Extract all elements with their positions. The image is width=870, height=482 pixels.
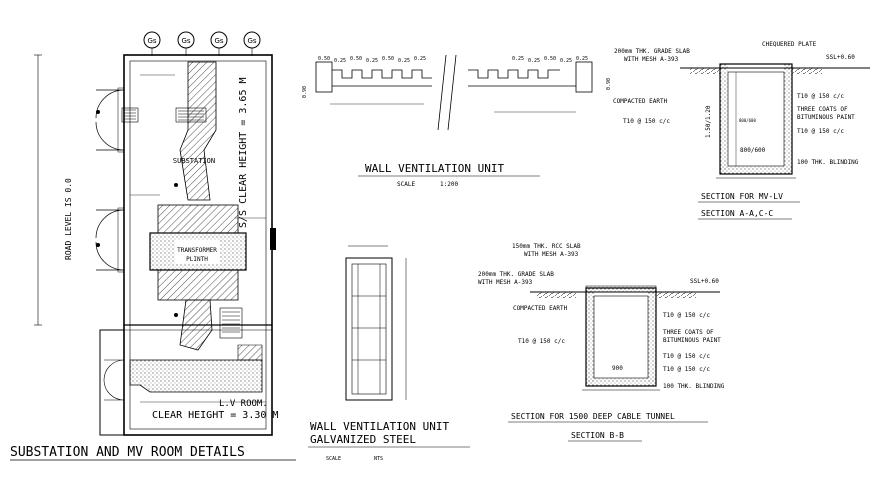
galvanized-title-1: WALL VENTILATION UNIT xyxy=(310,420,449,433)
grade-slab-mesh: WITH MESH A-393 xyxy=(624,56,679,63)
dim-left: 0.25 xyxy=(366,58,378,64)
dim-left: 0.25 xyxy=(334,58,346,64)
scale-label: SCALE xyxy=(397,181,415,188)
section-b-b: 150mm THK. RCC SLAB WITH MESH A-393 200m… xyxy=(478,243,725,442)
height-right: 0.90 xyxy=(606,78,612,90)
inner-dim: 800/600 xyxy=(739,118,756,123)
ventilation-title: WALL VENTILATION UNIT xyxy=(365,162,504,175)
scale-value: 1:200 xyxy=(440,181,458,188)
bituminous-label: BITUMINOUS PAINT xyxy=(663,337,721,344)
grade-slab-mesh: WITH MESH A-393 xyxy=(478,279,533,286)
bituminous-label: BITUMINOUS PAINT xyxy=(797,114,855,121)
room-label-substation: SUBSTATION xyxy=(173,157,215,165)
column-tags: Gs Gs Gs Gs xyxy=(143,31,261,56)
grade-slab-label: 200mm THK. GRADE SLAB xyxy=(478,271,554,278)
galvanized-title-2: GALVANIZED STEEL xyxy=(310,433,416,446)
width-label: 800/600 xyxy=(740,147,766,154)
rebar-label: T10 @ 150 c/c xyxy=(663,312,710,319)
louver-profile-left xyxy=(332,69,432,79)
dim-left: 0.50 xyxy=(350,56,362,62)
blinding-label: 100 THK. BLINDING xyxy=(663,383,725,390)
ventilation-unit-elevation: 0.50 0.25 0.50 0.25 0.50 0.25 0.25 0.25 … xyxy=(302,54,612,188)
height-left: 0.90 xyxy=(302,86,308,98)
section-title-2: SECTION A-A,C-C xyxy=(701,209,773,218)
louver-profile-right xyxy=(468,69,560,79)
chequered-plate-label: CHEQUERED PLATE xyxy=(762,41,817,48)
dim-left: 0.25 xyxy=(414,56,426,62)
column-tag: Gs xyxy=(247,37,256,45)
ssl-label: SSL+0.60 xyxy=(826,54,855,61)
clear-height-lv: CLEAR HEIGHT = 3.30 M xyxy=(152,410,278,421)
dim-left: 0.50 xyxy=(318,56,330,62)
cable-trench-a xyxy=(179,61,217,201)
plinth-label: PLINTH xyxy=(186,256,208,263)
transformer-label: TRANSFORMER xyxy=(177,247,217,254)
section-title-2: SECTION B-B xyxy=(571,431,624,440)
lv-room-annex xyxy=(99,329,125,436)
road-level-label: ROAD LEVEL IS 0.0 xyxy=(64,178,73,260)
dim-right: 0.50 xyxy=(544,56,556,62)
scale-value: NTS xyxy=(374,456,383,462)
rebar-label: T10 @ 150 c/c xyxy=(797,128,844,135)
rebar-label: T10 @ 150 c/c xyxy=(518,338,565,345)
dim-left: 0.25 xyxy=(398,58,410,64)
dim-right: 0.25 xyxy=(528,58,540,64)
section-title-1: SECTION FOR MV-LV xyxy=(701,192,783,201)
column-tag: Gs xyxy=(147,37,156,45)
galvanized-ventilation-panel: WALL VENTILATION UNIT GALVANIZED STEEL S… xyxy=(308,245,470,462)
break-line xyxy=(437,54,447,131)
dim-right: 0.25 xyxy=(512,56,524,62)
rcc-slab-label: 150mm THK. RCC SLAB xyxy=(512,243,581,250)
clear-height-substation: S/S CLEAR HEIGHT = 3.65 M xyxy=(238,77,249,228)
column-tag: Gs xyxy=(214,37,223,45)
column-tag: Gs xyxy=(181,37,190,45)
three-coats-label: THREE COATS OF xyxy=(797,106,848,113)
rebar-label: T10 @ 150 c/c xyxy=(663,353,710,360)
scale-label: SCALE xyxy=(326,456,341,462)
ssl-label: SSL+0.60 xyxy=(690,278,719,285)
compacted-earth-label: COMPACTED EARTH xyxy=(513,305,568,312)
dim-right: 0.25 xyxy=(576,56,588,62)
grade-slab-label: 200mm THK. GRADE SLAB xyxy=(614,48,690,55)
rcc-slab-mesh: WITH MESH A-393 xyxy=(524,251,579,258)
lv-room-label: L.V ROOM. xyxy=(219,399,268,409)
rebar-label: T10 @ 150 c/c xyxy=(663,366,710,373)
dim-left: 0.50 xyxy=(382,56,394,62)
plan-title: SUBSTATION AND MV ROOM DETAILS xyxy=(10,445,245,460)
dim-right: 0.25 xyxy=(560,58,572,64)
floor-plan: Gs Gs Gs Gs xyxy=(10,31,296,461)
section-title-1: SECTION FOR 1500 DEEP CABLE TUNNEL xyxy=(511,412,675,421)
blinding-label: 100 THK. BLINDING xyxy=(797,159,859,166)
width-label: 900 xyxy=(612,365,623,372)
cable-ladders xyxy=(121,107,243,339)
rebar-label: T10 @ 150 c/c xyxy=(623,118,670,125)
mv-trench-outline xyxy=(719,63,793,175)
three-coats-label: THREE COATS OF xyxy=(663,329,714,336)
compacted-earth-label: COMPACTED EARTH xyxy=(613,98,668,105)
depth-label: 1.50/1.20 xyxy=(705,105,712,138)
wall-ventilation-marker xyxy=(270,228,276,250)
left-doors xyxy=(95,87,125,273)
rebar-label: T10 @ 150 c/c xyxy=(797,93,844,100)
section-a-a: 200mm THK. GRADE SLAB WITH MESH A-393 CH… xyxy=(613,41,870,220)
lv-cable-trench xyxy=(129,359,263,393)
